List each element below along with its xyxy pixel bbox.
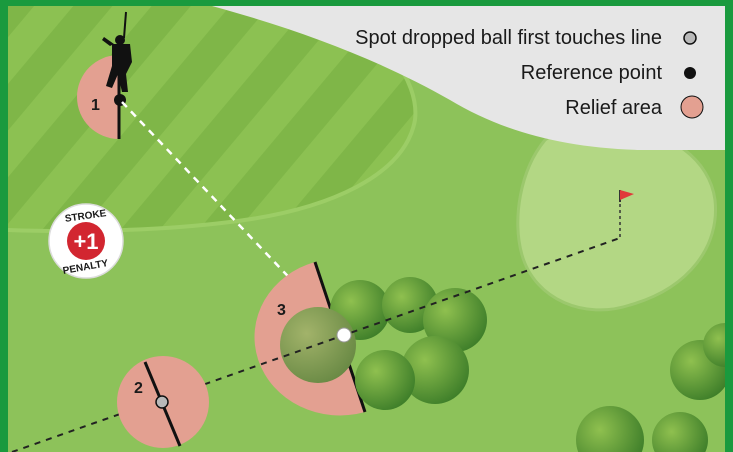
ball — [337, 328, 351, 342]
area-number-1: 1 — [91, 97, 100, 114]
area-number-2: 2 — [134, 380, 143, 397]
relief-area-swatch — [681, 96, 703, 118]
badge-value: +1 — [73, 229, 98, 254]
stroke-penalty-badge: +1 STROKE PENALTY — [49, 204, 123, 278]
gray-dot-icon — [684, 32, 696, 44]
black-dot-icon — [684, 67, 696, 79]
legend-label-reference-point: Reference point — [521, 62, 663, 84]
area-number-3: 3 — [277, 302, 286, 319]
legend-label-relief-area: Relief area — [565, 97, 663, 119]
drop-spot-2 — [156, 396, 168, 408]
legend-label-drop-spot: Spot dropped ball first touches line — [355, 27, 662, 49]
